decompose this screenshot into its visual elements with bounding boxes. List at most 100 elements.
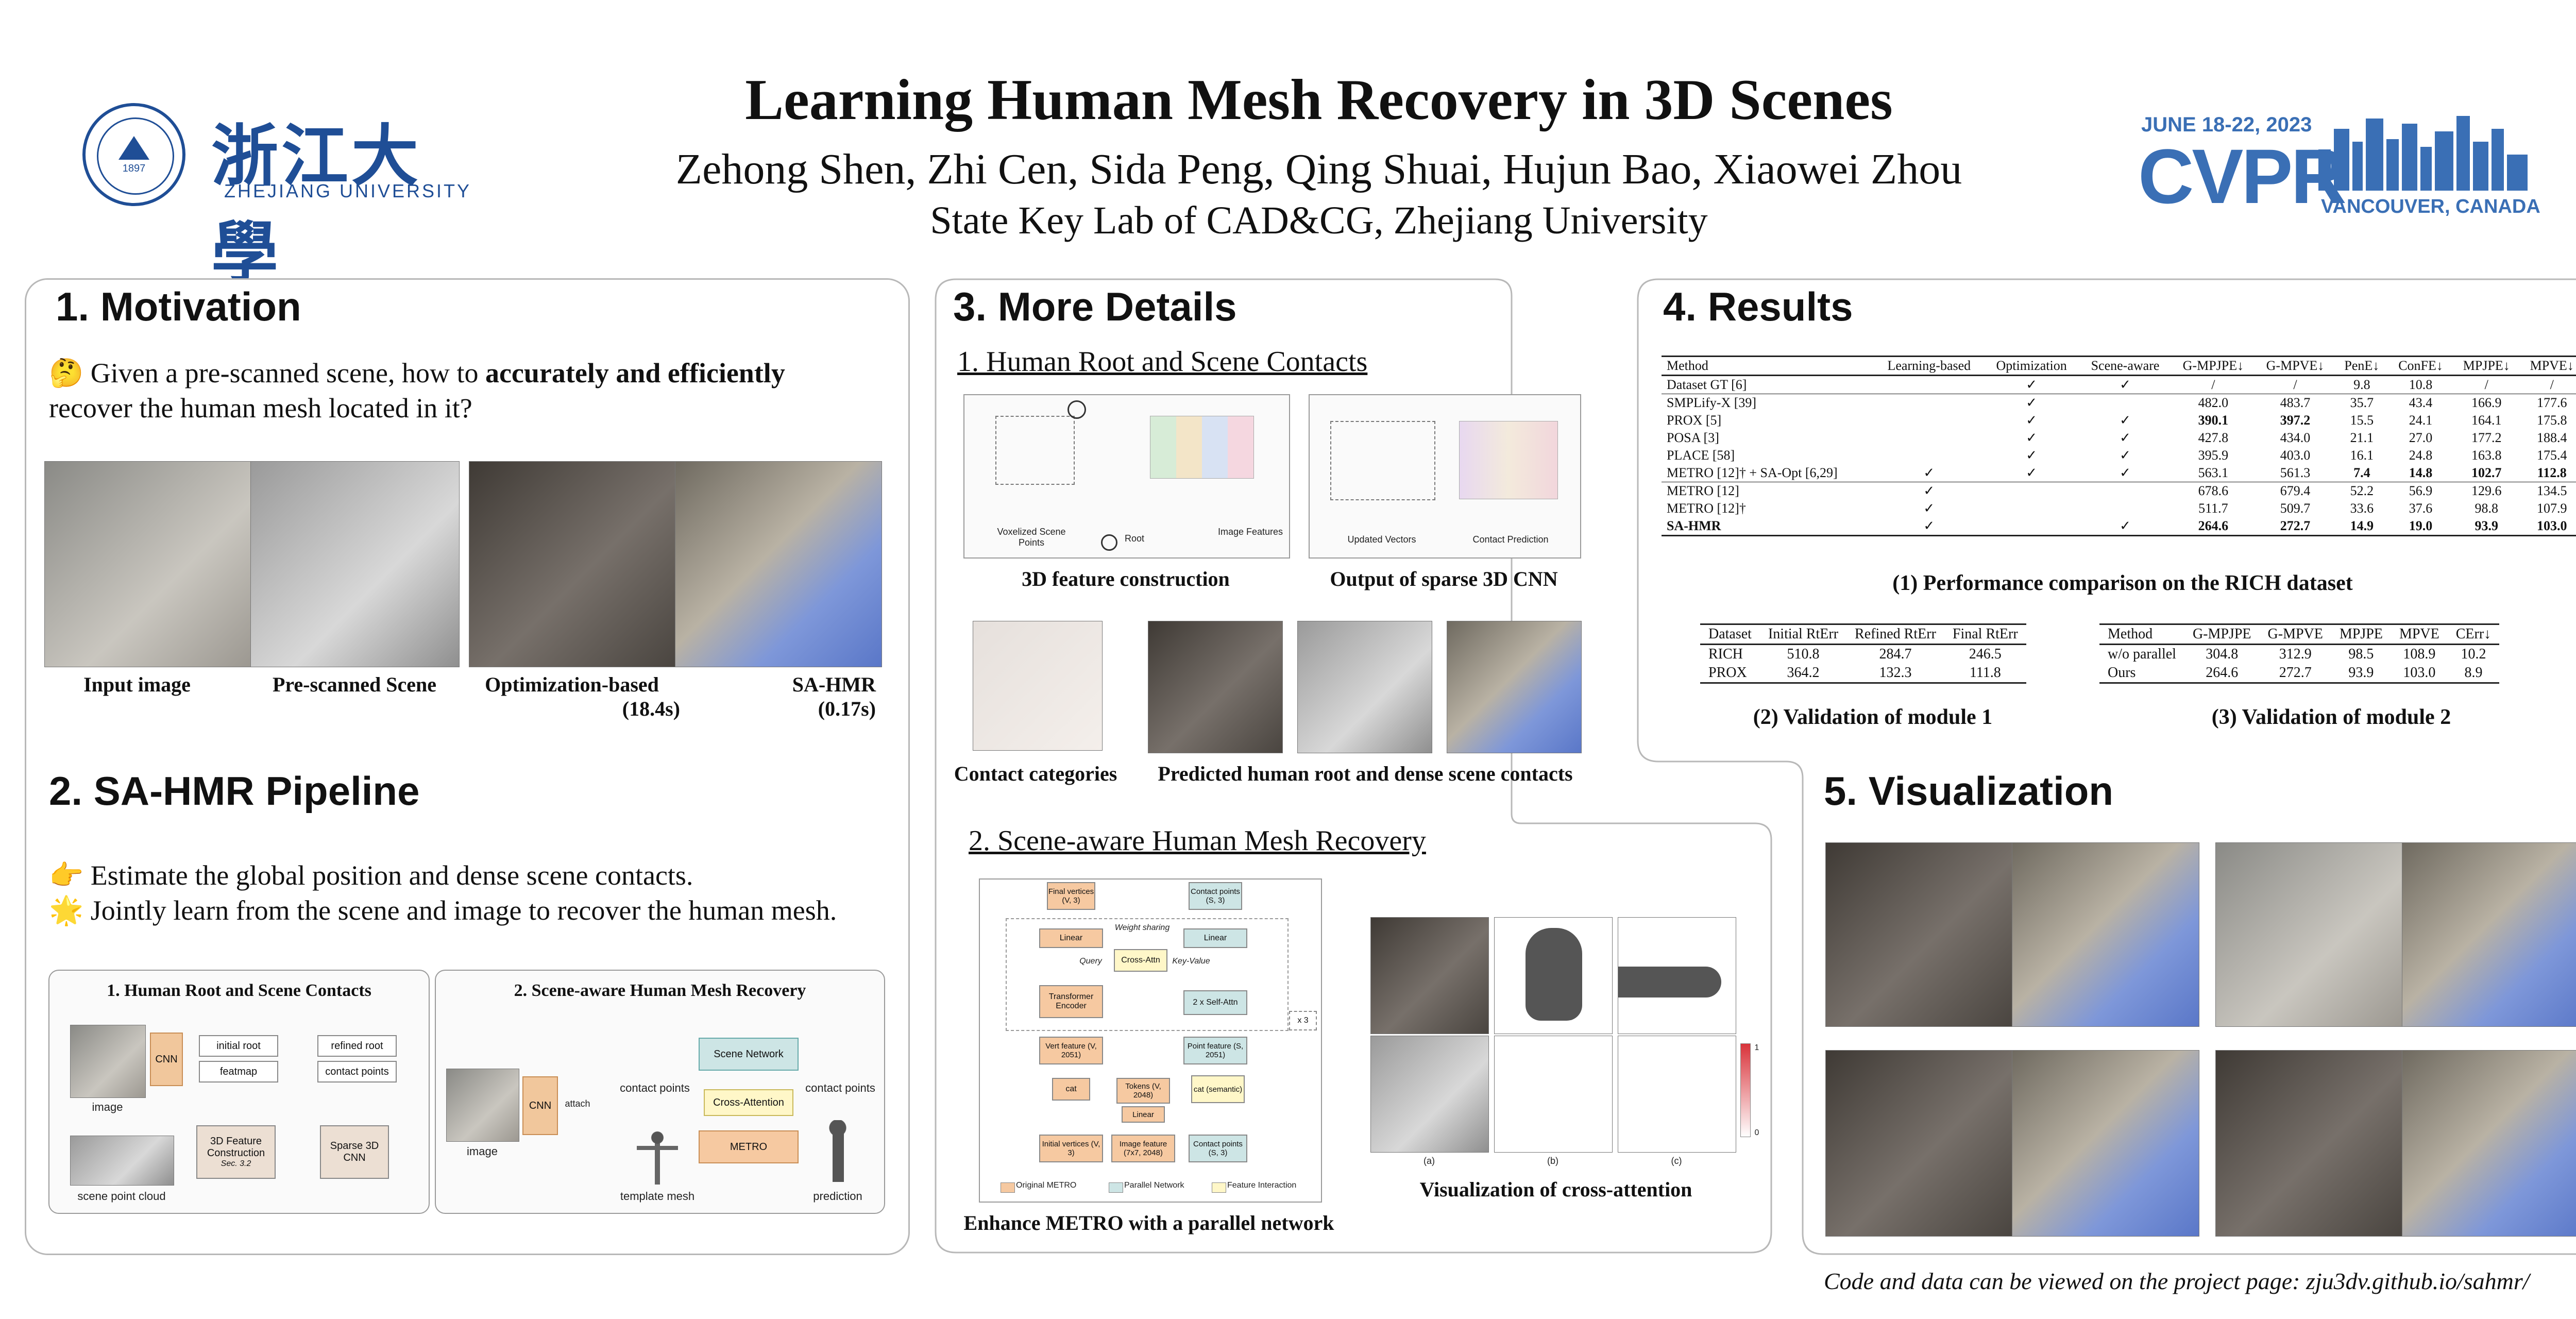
caption-input-image: Input image bbox=[83, 673, 191, 696]
table-cell: 364.2 bbox=[1787, 665, 1820, 681]
arch-linear-right: Linear bbox=[1183, 928, 1247, 948]
table-cell: ✓ bbox=[2120, 377, 2131, 392]
attn-image-a-bottom bbox=[1370, 1036, 1489, 1153]
table-header-cell: PenE↓ bbox=[2344, 358, 2380, 373]
table-header-cell: Method bbox=[2108, 626, 2153, 642]
caption-optimization-time: (18.4s) bbox=[622, 697, 680, 720]
table-cell: 102.7 bbox=[2471, 465, 2502, 480]
table-cell: Dataset GT [6] bbox=[1667, 377, 1747, 392]
pipeline-sparse-cnn: Sparse 3D CNN bbox=[320, 1125, 389, 1179]
table-cell: 509.7 bbox=[2280, 501, 2311, 516]
image-features-label: Image Features bbox=[1217, 527, 1283, 537]
template-mesh-thumb bbox=[626, 1125, 688, 1187]
table-cell: 272.7 bbox=[2280, 518, 2311, 533]
cross-attention-box: Cross-Attention bbox=[704, 1089, 793, 1116]
attn-label-c: (c) bbox=[1671, 1156, 1682, 1166]
table-cell: 395.9 bbox=[2198, 448, 2229, 463]
poster-authors: Zehong Shen, Zhi Cen, Sida Peng, Qing Sh… bbox=[675, 145, 1962, 193]
table-cell: 19.0 bbox=[2409, 518, 2433, 533]
table-header-cell: MPVE↓ bbox=[2530, 358, 2574, 373]
table-3-caption: (3) Validation of module 2 bbox=[2211, 705, 2451, 729]
arch-weight-sharing: Weight sharing bbox=[1114, 923, 1170, 932]
caption-sahmr: SA-HMR bbox=[792, 673, 876, 696]
table-cell: PROX [5] bbox=[1667, 413, 1722, 428]
pipeline-right-cnn: CNN bbox=[522, 1076, 558, 1135]
root-icon bbox=[1101, 534, 1117, 551]
table-cell: PLACE [58] bbox=[1667, 448, 1735, 463]
attn-image-c-top bbox=[1618, 917, 1736, 1034]
attention-fig: 1 0 (a) (b) (c) bbox=[1370, 917, 1762, 1175]
table-cell: / bbox=[2211, 377, 2215, 392]
attn-label-b: (b) bbox=[1547, 1156, 1558, 1166]
section-details-title: 3. More Details bbox=[953, 284, 1237, 329]
cvpr-name: CVPR bbox=[2138, 133, 2347, 219]
section-pipeline-title: 2. SA-HMR Pipeline bbox=[49, 768, 420, 814]
caption-3d-feature: 3D feature construction bbox=[1022, 567, 1230, 590]
table-cell: 93.9 bbox=[2475, 518, 2499, 533]
table-cell: PROX bbox=[1708, 665, 1747, 681]
star-icon: 🌟 bbox=[49, 895, 84, 926]
table-cell: 511.7 bbox=[2198, 501, 2228, 516]
predicted-contact-image-2 bbox=[1297, 621, 1432, 753]
table-cell: / bbox=[2484, 377, 2488, 392]
table-cell: 164.1 bbox=[2471, 413, 2502, 428]
table-header-cell: Dataset bbox=[1708, 626, 1752, 642]
contact-categories-image bbox=[973, 621, 1103, 751]
cvpr-location: VANCOUVER, CANADA bbox=[2321, 196, 2540, 217]
details-sub2: 2. Scene-aware Human Mesh Recovery bbox=[969, 825, 1426, 857]
attn-image-c-bottom bbox=[1618, 1036, 1736, 1153]
pipeline-bullet-1: Estimate the global position and dense s… bbox=[90, 860, 693, 891]
motivation-text-pre: Given a pre-scanned scene, how to bbox=[90, 358, 485, 388]
pipeline-right-image-label: image bbox=[467, 1145, 498, 1158]
table-cell: 52.2 bbox=[2350, 483, 2374, 498]
table-cell bbox=[2079, 500, 2171, 517]
table-header-cell: CErr↓ bbox=[2455, 626, 2492, 642]
table-cell: w/o parallel bbox=[2108, 646, 2176, 662]
table-1-caption: (1) Performance comparison on the RICH d… bbox=[1892, 571, 2353, 595]
attn-image-a-top bbox=[1370, 917, 1489, 1034]
table-cell: 403.0 bbox=[2280, 448, 2311, 463]
table-cell: 177.2 bbox=[2471, 430, 2502, 445]
zju-seal-text: 1897 bbox=[122, 163, 146, 174]
pointing-icon: 👉 bbox=[49, 860, 84, 891]
table-cell: METRO [12]† bbox=[1667, 501, 1746, 516]
voxelized-label: Voxelized Scene Points bbox=[997, 527, 1066, 548]
table-cell: 10.2 bbox=[2461, 646, 2486, 662]
arch-transformer-encoder: Transformer Encoder bbox=[1039, 985, 1103, 1018]
table-cell: 188.4 bbox=[2536, 430, 2567, 445]
table-cell: 679.4 bbox=[2280, 483, 2311, 498]
table-cell: 37.6 bbox=[2409, 501, 2433, 516]
prediction-label: prediction bbox=[813, 1190, 862, 1203]
zju-seal-icon: 1897 bbox=[82, 103, 185, 206]
table-cell: 107.9 bbox=[2536, 501, 2567, 516]
legend-parallel: Parallel Network bbox=[1124, 1181, 1184, 1190]
motivation-text-bold: accurately and efficiently bbox=[485, 358, 785, 388]
table-cell: METRO [12] bbox=[1667, 483, 1739, 498]
table-cell: ✓ bbox=[1923, 501, 1935, 516]
section-motivation-title: 1. Motivation bbox=[56, 284, 301, 329]
table-cell: 397.2 bbox=[2280, 413, 2311, 428]
predicted-contact-image-1 bbox=[1148, 621, 1283, 753]
table-header-cell: Scene-aware bbox=[2091, 358, 2160, 373]
section-results-title: 4. Results bbox=[1663, 284, 1853, 329]
arch-key-value: Key-Value bbox=[1172, 957, 1210, 966]
table-cell bbox=[1984, 517, 2079, 536]
arch-tokens: Tokens (V, 2048) bbox=[1116, 1078, 1170, 1104]
contact-points-right-label: contact points bbox=[805, 1081, 875, 1094]
table-cell bbox=[2079, 394, 2171, 412]
table-cell: 177.6 bbox=[2536, 395, 2567, 410]
sahmr-image bbox=[675, 461, 882, 667]
table-cell: 98.5 bbox=[2348, 646, 2374, 662]
table-cell: 264.6 bbox=[2198, 518, 2229, 533]
predicted-contact-image-3 bbox=[1447, 621, 1582, 753]
arch-point-feature: Point feature (S, 2051) bbox=[1183, 1037, 1247, 1064]
arch-linear-mid: Linear bbox=[1122, 1106, 1165, 1123]
attn-image-b-top bbox=[1494, 917, 1613, 1034]
table-cell: 134.5 bbox=[2536, 483, 2567, 498]
pipeline-contact-points: contact points bbox=[317, 1061, 397, 1083]
arch-query: Query bbox=[1079, 957, 1102, 966]
